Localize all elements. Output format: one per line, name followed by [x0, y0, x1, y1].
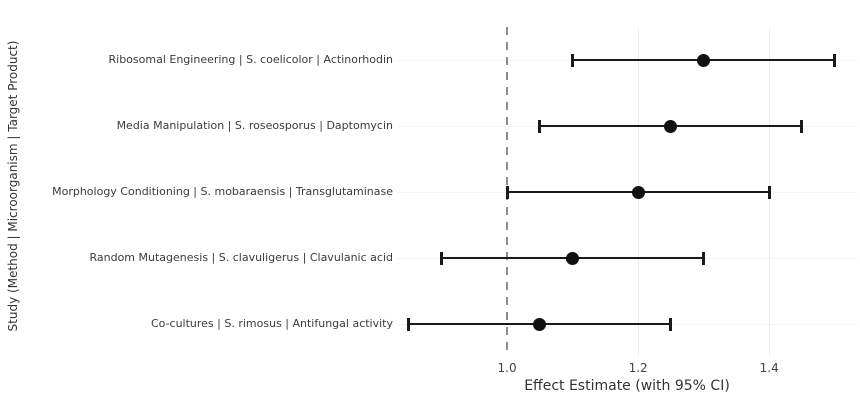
ci-cap-right: [833, 53, 837, 67]
point-estimate-marker[interactable]: [697, 53, 711, 67]
x-tick-label: 1.0: [497, 361, 517, 375]
point-estimate-marker[interactable]: [631, 185, 645, 199]
category-label: Random Mutagenesis | S. clavuligerus | C…: [89, 251, 393, 264]
ci-cap-right: [669, 317, 673, 331]
category-label: Co-cultures | S. rimosus | Antifungal ac…: [150, 317, 393, 330]
point-estimate-marker[interactable]: [664, 119, 678, 133]
plot-area: [397, 27, 857, 357]
ci-cap-left: [571, 53, 575, 67]
ci-cap-right: [702, 251, 706, 265]
ci-cap-left: [538, 119, 542, 133]
x-axis-title: Effect Estimate (with 95% CI): [524, 378, 730, 394]
point-estimate-marker[interactable]: [533, 317, 547, 331]
ci-cap-left: [407, 317, 411, 331]
point-estimate-marker[interactable]: [566, 251, 580, 265]
category-label: Morphology Conditioning | S. mobaraensis…: [52, 185, 393, 198]
ci-cap-right: [767, 185, 771, 199]
x-tick-label: 1.2: [628, 361, 648, 375]
ci-cap-left: [440, 251, 444, 265]
ci-cap-right: [800, 119, 804, 133]
x-tick-label: 1.4: [759, 361, 779, 375]
category-label: Media Manipulation | S. roseosporus | Da…: [116, 119, 393, 132]
ci-cap-left: [505, 185, 509, 199]
y-axis-title: Study (Method | Microorganism | Target P…: [6, 40, 20, 332]
category-label: Ribosomal Engineering | S. coelicolor | …: [108, 53, 394, 66]
